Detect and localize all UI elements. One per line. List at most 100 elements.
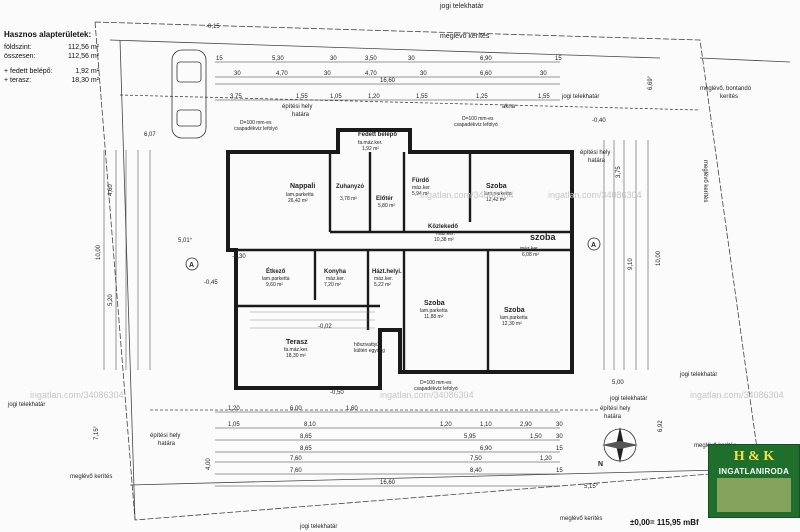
section-marker-label: A xyxy=(189,262,194,269)
room-label: Étkező lam.parketta 9,60 m² xyxy=(262,267,290,288)
level-mark: -0,02 xyxy=(318,324,332,330)
svg-text:8,65: 8,65 xyxy=(300,434,312,440)
svg-text:Fedett belépő: Fedett belépő xyxy=(358,132,397,138)
svg-text:6,90: 6,90 xyxy=(480,446,492,452)
svg-text:Szoba: Szoba xyxy=(486,183,507,190)
right-build-label-2: határa xyxy=(604,414,622,420)
svg-text:4,70: 4,70 xyxy=(276,71,288,77)
svg-text:5,30: 5,30 xyxy=(272,56,284,62)
svg-text:máz.ker.: máz.ker. xyxy=(326,276,345,282)
top-build-line-label: építési hely xyxy=(282,104,312,110)
bottom-dim-row-2: 1,05 8,10 1,20 1,10 2,90 30 xyxy=(228,422,563,428)
building-walls xyxy=(226,128,574,390)
right-lot-label: jogi telekhatár xyxy=(561,94,599,100)
interior-walls xyxy=(236,152,572,372)
svg-text:30: 30 xyxy=(234,71,241,77)
svg-text:12,42 m²: 12,42 m² xyxy=(486,197,506,203)
svg-text:Nappali: Nappali xyxy=(290,183,315,190)
svg-text:2,90: 2,90 xyxy=(520,422,532,428)
downpipe-note: D=100 mm-es xyxy=(462,116,494,122)
heatpump-note: hőszivattyú xyxy=(354,342,379,348)
svg-text:6,08 m²: 6,08 m² xyxy=(522,252,539,258)
svg-text:lam.parketta: lam.parketta xyxy=(262,276,290,282)
svg-text:30: 30 xyxy=(408,56,415,62)
watermark: ingatlan.com/34086304 xyxy=(548,190,642,200)
svg-text:1,55: 1,55 xyxy=(416,94,428,100)
svg-text:fa.máz.ker.: fa.máz.ker. xyxy=(284,347,308,353)
svg-text:Fürdő: Fürdő xyxy=(412,178,429,184)
area-row: földszint:112,56 m² xyxy=(4,44,99,51)
misc-dim: 5,15° xyxy=(584,484,599,490)
right-build-label: építési hely xyxy=(580,150,610,156)
room-label: Szoba lam.parketta 11,88 m² xyxy=(420,300,448,320)
right-dim: 3,75 xyxy=(616,166,622,178)
bottom-dim-row-1: 1,20 6,00 1,60 xyxy=(228,406,358,412)
svg-text:26,42 m²: 26,42 m² xyxy=(288,198,308,204)
room-label: Szoba lam.parketta 12,42 m² xyxy=(484,183,512,203)
svg-text:8,10: 8,10 xyxy=(304,422,316,428)
top-total-dim: 16,60 xyxy=(380,78,396,84)
area-summary-header: Hasznos alapterületek: xyxy=(4,30,92,39)
bottom-dim-row-3: 8,65 5,95 1,50 30 xyxy=(300,434,563,440)
misc-dim: 5,01° xyxy=(178,238,193,244)
svg-text:1,50: 1,50 xyxy=(530,434,542,440)
svg-text:7,50: 7,50 xyxy=(470,456,482,462)
watermark: ingatlan.com/34086304 xyxy=(30,390,124,400)
svg-text:9,60 m²: 9,60 m² xyxy=(266,282,283,288)
level-mark: -0,30 xyxy=(232,254,246,260)
svg-text:Terasz: Terasz xyxy=(286,339,308,346)
svg-text:6,90: 6,90 xyxy=(480,56,492,62)
top-lot-label: jogi telekhatár xyxy=(439,3,484,10)
svg-text:szoba: szoba xyxy=(530,232,557,242)
left-dim: 10,00 xyxy=(96,244,102,260)
right-demolish-label: meglévő, bontandó xyxy=(700,86,752,92)
misc-dim: 5,00 xyxy=(612,380,624,386)
room-label: Konyha máz.ker. 7,20 m² xyxy=(324,269,347,288)
svg-text:30: 30 xyxy=(556,434,563,440)
svg-text:3,78 m²: 3,78 m² xyxy=(340,196,357,202)
room-label: szoba máz.ker. 6,08 m² xyxy=(520,232,557,258)
room-label: Fedett belépő fa.máz.ker. 1,92 m² xyxy=(358,132,397,152)
svg-text:Zuhanyzó: Zuhanyzó xyxy=(336,184,364,190)
room-label: Szoba lam.parketta 12,30 m² xyxy=(500,307,528,327)
downpipe-note: csapadékvíz lefolyó xyxy=(234,126,278,132)
watermark: ingatlan.com/34086304 xyxy=(380,390,474,400)
svg-text:1,20: 1,20 xyxy=(368,94,380,100)
room-label: Nappali lam.parketta 26,42 m² xyxy=(286,183,315,204)
svg-text:30: 30 xyxy=(324,71,331,77)
window-note: akna xyxy=(502,104,516,110)
right-demolish-label: kerítés xyxy=(720,94,738,100)
svg-text:30: 30 xyxy=(556,422,563,428)
svg-text:4,70: 4,70 xyxy=(365,71,377,77)
svg-text:5,80 m²: 5,80 m² xyxy=(378,203,395,209)
room-label: Előtér 5,80 m² xyxy=(376,196,395,209)
svg-text:1,10: 1,10 xyxy=(480,422,492,428)
car-icon xyxy=(171,49,207,139)
svg-text:1,55: 1,55 xyxy=(296,94,308,100)
right-build-label-2: építési hely xyxy=(600,406,630,412)
top-dim-row-3: 3,75 1,55 1,05 1,20 1,55 1,25 1,55 xyxy=(230,94,550,100)
side-dimension-lines xyxy=(103,140,649,370)
logo-mark: H & K xyxy=(733,449,775,464)
bottom-build-label: határa xyxy=(158,441,176,447)
watermark: ingatlan.com/34086304 xyxy=(420,190,514,200)
downpipe-note: csapadékvíz lefolyó xyxy=(454,122,498,128)
svg-text:5,22 m²: 5,22 m² xyxy=(374,282,391,288)
north-label: N xyxy=(598,461,603,468)
right-build-label: határa xyxy=(588,158,606,164)
elevation-reference: ±0,00= 115,95 mBf xyxy=(630,518,699,527)
misc-dim: 7,15° xyxy=(94,425,100,440)
north-arrow-icon xyxy=(602,427,638,463)
svg-text:máz.ker.: máz.ker. xyxy=(374,276,393,282)
bottom-lot-label: jogi telekhatár xyxy=(299,524,337,530)
svg-text:15: 15 xyxy=(555,56,562,62)
right-fence-label: meglévő kerítés xyxy=(702,160,708,202)
svg-text:3,50: 3,50 xyxy=(365,56,377,62)
svg-text:7,60: 7,60 xyxy=(290,456,302,462)
svg-text:1,20: 1,20 xyxy=(440,422,452,428)
downpipe-note: csapadékvíz lefolyó xyxy=(414,386,458,392)
area-row: összesen:112,56 m² xyxy=(4,53,99,60)
bottom-dim-row-5: 7,60 7,50 1,20 xyxy=(290,456,552,462)
